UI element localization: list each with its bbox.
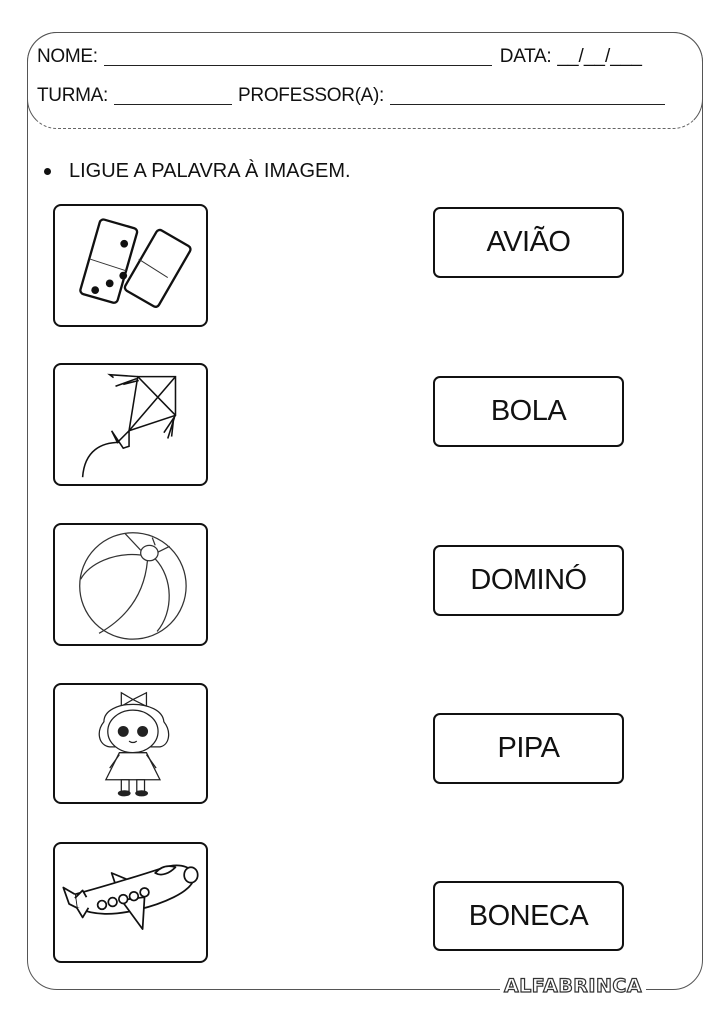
word-label: BONECA [468, 899, 589, 932]
class-teacher-row: TURMA: PROFESSOR(A): [37, 85, 671, 107]
word-box-bola[interactable]: BOLA [433, 376, 624, 447]
instruction: LIGUE A PALAVRA À IMAGEM. [44, 160, 351, 183]
word-box-aviao[interactable]: AVIÃO [433, 207, 624, 278]
word-box-domino[interactable]: DOMINÓ [433, 545, 624, 616]
word-label: BOLA [490, 395, 567, 427]
word-label: PIPA [497, 732, 560, 764]
beach-ball-icon [79, 532, 187, 640]
image-box-airplane[interactable] [53, 842, 208, 963]
name-label: NOME: [37, 46, 98, 67]
bullet-icon [44, 168, 51, 175]
image-box-kite[interactable] [53, 363, 208, 486]
word-label: DOMINÓ [470, 564, 587, 596]
class-field[interactable] [114, 86, 233, 105]
name-field[interactable] [103, 47, 492, 66]
kite-icon [81, 373, 177, 478]
doll-icon [98, 691, 170, 797]
date-field[interactable]: __/__/___ [557, 46, 642, 67]
dominoes-icon [79, 218, 192, 308]
date-label: DATA: [499, 46, 552, 67]
word-label: AVIÃO [486, 226, 572, 258]
brand-logo: ALFABRINCA [500, 974, 647, 998]
student-info-header: NOME: DATA: __/__/___ TURMA: PROFESSOR(A… [27, 32, 703, 129]
word-box-pipa[interactable]: PIPA [433, 713, 624, 784]
image-box-doll[interactable] [53, 683, 208, 804]
class-label: TURMA: [37, 85, 109, 106]
name-date-row: NOME: DATA: __/__/___ [37, 46, 642, 68]
instruction-text: LIGUE A PALAVRA À IMAGEM. [69, 160, 351, 182]
word-box-boneca[interactable]: BONECA [433, 881, 624, 951]
airplane-icon [62, 864, 199, 930]
teacher-field[interactable] [390, 86, 666, 105]
teacher-label: PROFESSOR(A): [238, 85, 385, 106]
image-box-ball[interactable] [53, 523, 208, 646]
image-box-dominoes[interactable] [53, 204, 208, 327]
